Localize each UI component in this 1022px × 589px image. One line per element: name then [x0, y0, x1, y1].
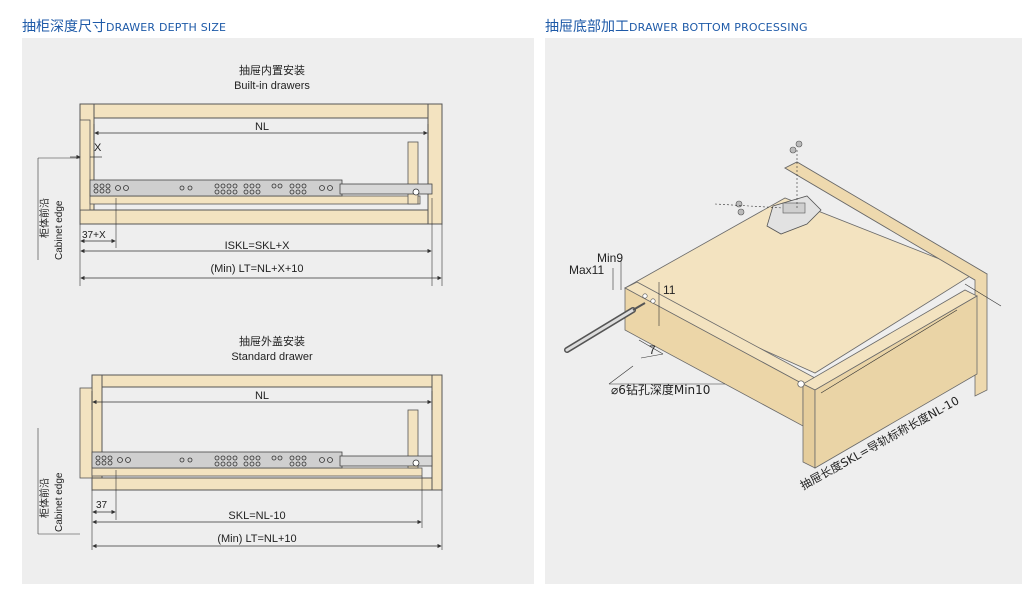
- left-panel: 抽屉内置安装 Built-in drawers: [22, 38, 534, 584]
- dim-11: 11: [663, 283, 676, 297]
- right-title-cn: 抽屉底部加工: [545, 19, 629, 35]
- min-label: Min9: [597, 251, 623, 265]
- builtin-edge-en: Cabinet edge: [54, 200, 65, 260]
- drawer-bottom-diagram: Min9 Max11 11 7 ⌀6钻孔深度Min10 抽屉长度SKL=导轨标称…: [564, 140, 1002, 493]
- right-section-title: 抽屉底部加工DRAWER BOTTOM PROCESSING: [545, 16, 808, 36]
- standard-title-en: Standard drawer: [231, 351, 313, 363]
- drill-bit: [564, 302, 646, 353]
- left-section-title: 抽柜深度尺寸DRAWER DEPTH SIZE: [22, 16, 226, 36]
- right-panel: Min9 Max11 11 7 ⌀6钻孔深度Min10 抽屉长度SKL=导轨标称…: [545, 38, 1022, 584]
- drill-label: ⌀6钻孔深度Min10: [611, 382, 710, 397]
- builtin-drawer: [79, 119, 421, 211]
- builtin-lt-label: (Min) LT=NL+X+10: [210, 263, 303, 275]
- builtin-title-en: Built-in drawers: [234, 80, 310, 92]
- max-label: Max11: [569, 263, 604, 277]
- right-title-en: DRAWER BOTTOM PROCESSING: [629, 21, 808, 34]
- standard-lt-label: (Min) LT=NL+10: [217, 533, 296, 545]
- builtin-edge-cn: 柜体前沿: [38, 198, 51, 238]
- standard-cabinet: [91, 374, 443, 491]
- standard-drawer: [79, 387, 423, 479]
- standard-slide: [91, 451, 433, 469]
- left-title-cn: 抽柜深度尺寸: [22, 19, 106, 35]
- standard-nl-label: NL: [255, 390, 269, 402]
- standard-edge-cn: 柜体前沿: [38, 478, 51, 518]
- builtin-slide: [89, 179, 433, 197]
- builtin-nl-label: NL: [255, 121, 269, 133]
- builtin-offset-label: 37+X: [82, 230, 106, 241]
- standard-skl-label: SKL=NL-10: [228, 510, 285, 522]
- builtin-title-cn: 抽屉内置安装: [239, 63, 305, 77]
- left-title-en: DRAWER DEPTH SIZE: [106, 21, 227, 34]
- builtin-skl-label: ISKL=SKL+X: [225, 240, 290, 252]
- standard-title-cn: 抽屉外盖安装: [239, 334, 305, 348]
- drawer-box-3d: [624, 161, 988, 469]
- standard-edge-en: Cabinet edge: [54, 472, 65, 532]
- locking-device: [714, 140, 822, 235]
- drawer-depth-diagram: 抽屉内置安装 Built-in drawers: [37, 63, 443, 550]
- dim-7: 7: [649, 343, 656, 357]
- standard-offset-label: 37: [96, 500, 108, 511]
- builtin-x-label: X: [94, 142, 102, 154]
